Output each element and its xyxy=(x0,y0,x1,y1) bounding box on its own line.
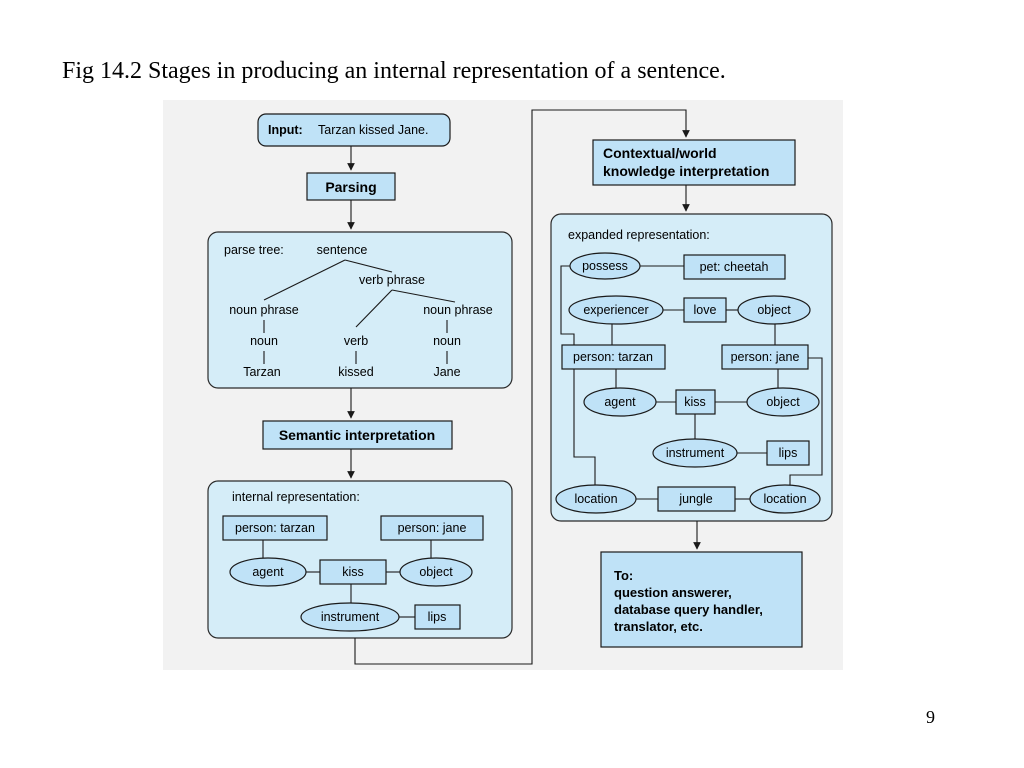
expanded-object-top: object xyxy=(757,303,791,317)
expanded-agent: agent xyxy=(604,395,636,409)
tree-noun-phrase-right: noun phrase xyxy=(423,303,493,317)
expanded-instrument: instrument xyxy=(666,446,725,460)
internal-person-tarzan: person: tarzan xyxy=(235,521,315,535)
contextual-line1: Contextual/world xyxy=(603,145,717,161)
flow-connector xyxy=(354,109,690,665)
to-line4: translator, etc. xyxy=(614,619,703,634)
expanded-location-right: location xyxy=(763,492,806,506)
expanded-object-mid: object xyxy=(766,395,800,409)
tree-noun-right: noun xyxy=(433,334,461,348)
tree-word-kissed: kissed xyxy=(338,365,373,379)
expanded-experiencer: experiencer xyxy=(583,303,648,317)
tree-word-tarzan: Tarzan xyxy=(243,365,281,379)
expanded-pet-cheetah: pet: cheetah xyxy=(700,260,769,274)
to-line2: question answerer, xyxy=(614,585,732,600)
expanded-location-left: location xyxy=(574,492,617,506)
expanded-kiss: kiss xyxy=(684,395,706,409)
semantic-interpretation-box: Semantic interpretation xyxy=(262,420,453,450)
expanded-love: love xyxy=(694,303,717,317)
expanded-person-tarzan: person: tarzan xyxy=(573,350,653,364)
parsing-label: Parsing xyxy=(325,179,376,195)
tree-noun-phrase-left: noun phrase xyxy=(229,303,299,317)
expanded-possess: possess xyxy=(582,259,628,273)
destination-box: To: question answerer, database query ha… xyxy=(600,551,803,648)
input-label: Input: xyxy=(268,123,303,137)
tree-noun-left: noun xyxy=(250,334,278,348)
to-line1: To: xyxy=(614,568,633,583)
expanded-person-jane: person: jane xyxy=(731,350,800,364)
expanded-lips: lips xyxy=(779,446,798,460)
contextual-line2: knowledge interpretation xyxy=(603,163,769,179)
internal-title: internal representation: xyxy=(232,490,360,504)
expanded-representation-panel: expanded representation: possess pet: ch… xyxy=(550,213,833,522)
internal-person-jane: person: jane xyxy=(398,521,467,535)
tree-verb: verb xyxy=(344,334,368,348)
semantic-label: Semantic interpretation xyxy=(279,427,435,443)
internal-agent: agent xyxy=(252,565,284,579)
parse-tree-title: parse tree: xyxy=(224,243,284,257)
figure-caption: Fig 14.2 Stages in producing an internal… xyxy=(62,58,726,84)
contextual-interpretation-box: Contextual/world knowledge interpretatio… xyxy=(592,139,796,186)
internal-representation-panel: internal representation: person: tarzan … xyxy=(207,480,513,639)
tree-sentence: sentence xyxy=(317,243,368,257)
page-number: 9 xyxy=(926,707,935,727)
parse-tree-panel: parse tree: sentence verb phrase noun ph… xyxy=(207,231,513,389)
parsing-box: Parsing xyxy=(306,172,396,201)
input-text: Tarzan kissed Jane. xyxy=(318,123,428,137)
expanded-title: expanded representation: xyxy=(568,228,710,242)
internal-lips: lips xyxy=(428,610,447,624)
input-box: Input: Tarzan kissed Jane. xyxy=(257,113,451,147)
tree-verb-phrase: verb phrase xyxy=(359,273,425,287)
to-line3: database query handler, xyxy=(614,602,763,617)
internal-kiss: kiss xyxy=(342,565,364,579)
internal-object: object xyxy=(419,565,453,579)
tree-word-jane: Jane xyxy=(433,365,460,379)
expanded-jungle: jungle xyxy=(678,492,712,506)
internal-instrument: instrument xyxy=(321,610,380,624)
